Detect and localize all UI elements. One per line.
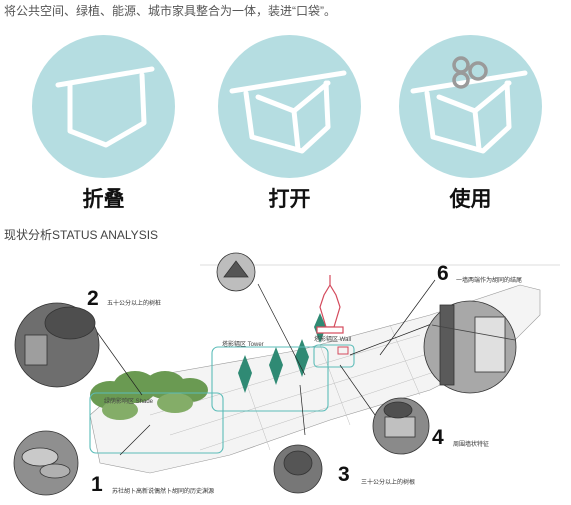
point-2-number: 2 — [87, 287, 99, 310]
photo-3 — [273, 444, 323, 494]
step-open-circle — [218, 35, 361, 178]
step-fold-circle — [32, 35, 175, 178]
block-lines — [149, 264, 560, 451]
zone-boxes — [89, 344, 355, 454]
white-pagoda — [316, 275, 344, 334]
pocket-in-use-icon — [410, 56, 528, 154]
step-use-circle — [399, 35, 542, 178]
point-4-note: 周围墙状特征 — [453, 442, 490, 448]
point-3-number: 3 — [338, 463, 350, 486]
photo-1 — [13, 430, 79, 496]
photo-4 — [372, 397, 430, 455]
zone-tower-label: 塔影辐区 Tower — [222, 342, 264, 348]
photo-6 — [423, 300, 517, 394]
point-1-number: 1 — [91, 473, 103, 496]
point-3-note: 三十公分以上的树根 — [361, 480, 416, 486]
step-open-label: 打开 — [268, 188, 311, 211]
zone-wall-label: 塔影辐区 Wall — [314, 337, 352, 343]
photo-top — [216, 252, 256, 292]
folded-pocket-icon — [55, 66, 155, 148]
tree-cluster — [90, 371, 208, 420]
photo-2 — [14, 302, 100, 388]
point-6-number: 6 — [437, 262, 449, 285]
point-2-note: 五十公分以上的树桩 — [107, 301, 162, 307]
wall-marker — [337, 346, 349, 355]
step-use-label: 使用 — [449, 188, 492, 211]
open-pocket-icon — [229, 70, 347, 154]
step-fold-label: 折叠 — [82, 188, 125, 211]
point-4-number: 4 — [432, 426, 444, 449]
point-6-note: 一墙两端作为胡同的结尾 — [456, 278, 523, 284]
intro-text: 将公共空间、绿植、能源、城市家具整合为一体，装进“口袋”。 — [4, 4, 336, 18]
point-1-note: 苏社胡卜高新说偶然卜胡同的历史渊源 — [112, 489, 215, 495]
site-analysis-diagram — [13, 252, 560, 496]
analysis-title: 现状分析STATUS ANALYSIS — [4, 228, 159, 242]
zone-shade-label: 绿荫影响区 Shade — [104, 399, 154, 405]
